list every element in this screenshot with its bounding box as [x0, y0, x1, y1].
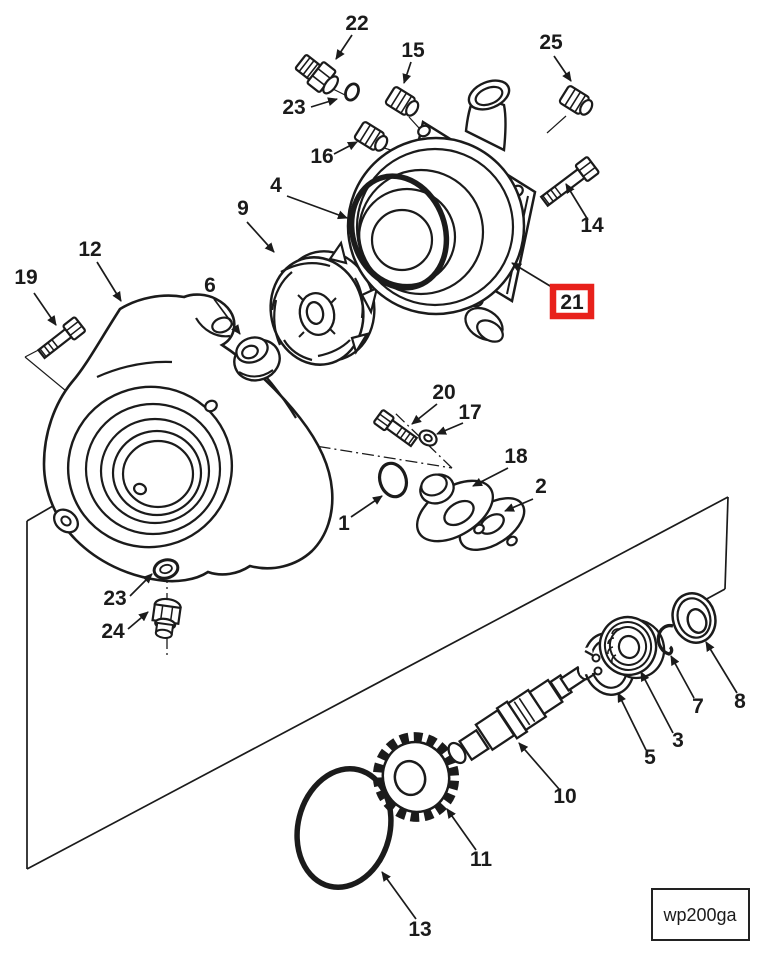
callout-2[interactable]: 2: [535, 475, 547, 498]
callout-7[interactable]: 7: [692, 695, 704, 718]
callout-25[interactable]: 25: [539, 31, 563, 54]
callout-17[interactable]: 17: [458, 401, 481, 424]
part-drawing-fitting-18: [415, 473, 495, 543]
figure-code-label: wp200ga: [662, 905, 737, 925]
callout-labels: 22 23 15 25 16 4 9 14 12 19 6 20 17 18 2…: [14, 12, 746, 941]
part-drawing-fitting-22: [294, 54, 360, 102]
part-drawing-oring-4: [348, 173, 450, 291]
callout-8[interactable]: 8: [734, 690, 746, 713]
part-drawing-washer-17: [418, 429, 438, 447]
callout-24[interactable]: 24: [101, 620, 125, 643]
part-drawing-plug-25: [558, 85, 594, 116]
callout-20[interactable]: 20: [432, 381, 455, 404]
callout-12[interactable]: 12: [78, 238, 101, 261]
part-drawing-bearing-8: [671, 592, 717, 644]
callout-6[interactable]: 6: [204, 274, 216, 297]
callout-19[interactable]: 19: [14, 266, 37, 289]
part-drawing-oring-23: [152, 558, 180, 580]
highlight-rect[interactable]: [549, 283, 595, 320]
callout-18[interactable]: 18: [504, 445, 528, 468]
highlight-box-21[interactable]: 21: [549, 283, 595, 320]
part-drawing-oring-13: [294, 765, 394, 891]
figure-code-box: wp200ga: [651, 888, 750, 941]
callout-15[interactable]: 15: [401, 39, 425, 62]
callout-23-bottom[interactable]: 23: [103, 587, 126, 610]
callout-1[interactable]: 1: [338, 512, 350, 535]
part-drawing-bolt-19: [36, 316, 86, 360]
callout-9[interactable]: 9: [237, 197, 249, 220]
callout-14[interactable]: 14: [580, 214, 604, 237]
callout-21[interactable]: 21: [560, 291, 584, 314]
part-drawing-plug-16: [353, 121, 389, 152]
callout-3[interactable]: 3: [672, 729, 684, 752]
leader-arrows: [33, 34, 738, 920]
callout-23-top[interactable]: 23: [282, 96, 305, 119]
callout-4[interactable]: 4: [270, 174, 282, 197]
part-drawing-plug-24: [151, 597, 182, 639]
part-drawing-bolt-20: [373, 409, 419, 448]
callout-13[interactable]: 13: [408, 918, 431, 941]
part-drawing-gear: [372, 732, 460, 822]
part-drawing-shaft: [447, 665, 590, 765]
callout-16[interactable]: 16: [310, 145, 333, 168]
callout-10[interactable]: 10: [553, 785, 576, 808]
part-drawing-impeller: [269, 240, 379, 366]
figure-code-border: [651, 888, 750, 941]
part-drawing-clip-7: [656, 623, 674, 656]
part-drawing-oring-1: [377, 461, 409, 499]
part-drawing-plug-15: [384, 86, 420, 117]
callout-22[interactable]: 22: [345, 12, 368, 35]
callout-11[interactable]: 11: [470, 848, 493, 871]
part-drawing-seal: [233, 336, 281, 382]
part-drawing-housing: [42, 293, 334, 583]
part-drawing-pump-body: [346, 79, 537, 343]
part-drawing-seal-cartridge: [598, 615, 666, 680]
callout-5[interactable]: 5: [644, 746, 656, 769]
